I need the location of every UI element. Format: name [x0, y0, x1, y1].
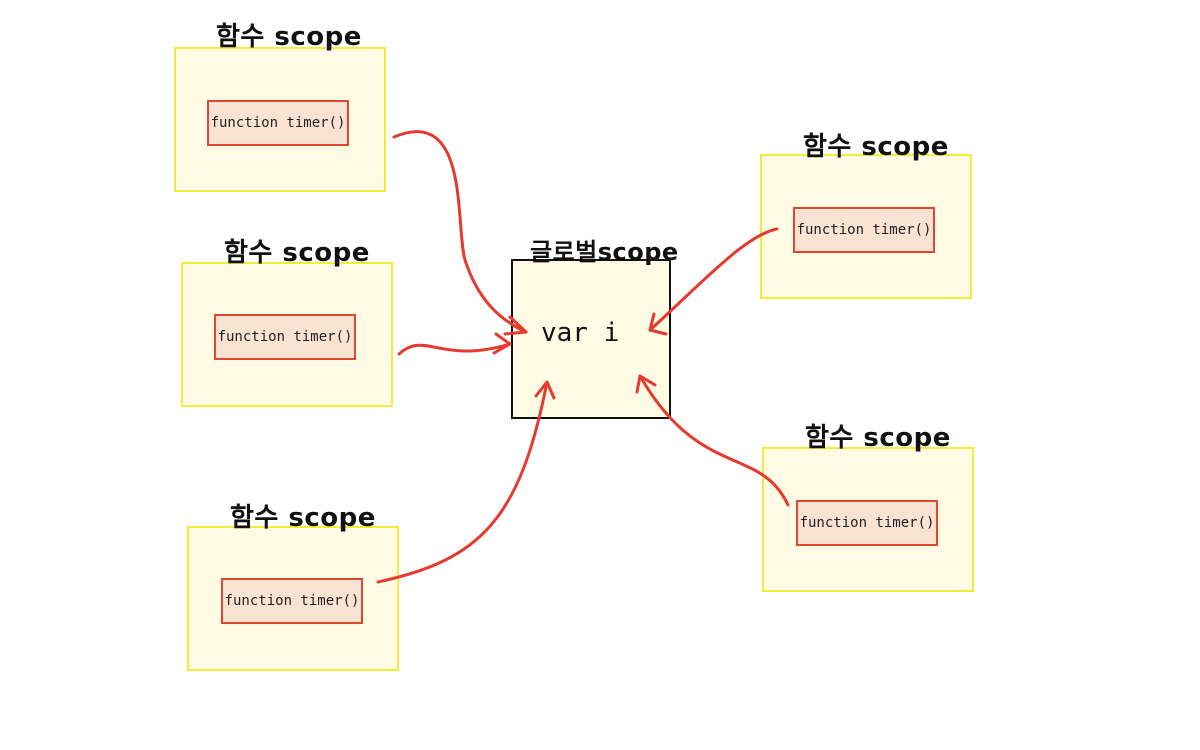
function-scope-title-2: 함수 scope [224, 238, 370, 268]
function-scope-title-3: 함수 scope [230, 503, 376, 533]
function-call-2: function timer() [214, 314, 356, 360]
function-call-3: function timer() [221, 578, 363, 624]
function-scope-title-4: 함수 scope [803, 132, 949, 162]
global-scope-title: 글로벌scope [530, 238, 679, 266]
global-variable: var i [541, 318, 620, 348]
function-call-5: function timer() [796, 500, 938, 546]
arrow-1 [392, 130, 528, 336]
arrow-2 [397, 332, 512, 356]
function-call-1: function timer() [207, 100, 349, 146]
function-scope-title-1: 함수 scope [216, 22, 362, 52]
function-scope-title-5: 함수 scope [805, 423, 951, 453]
function-call-4: function timer() [793, 207, 935, 253]
